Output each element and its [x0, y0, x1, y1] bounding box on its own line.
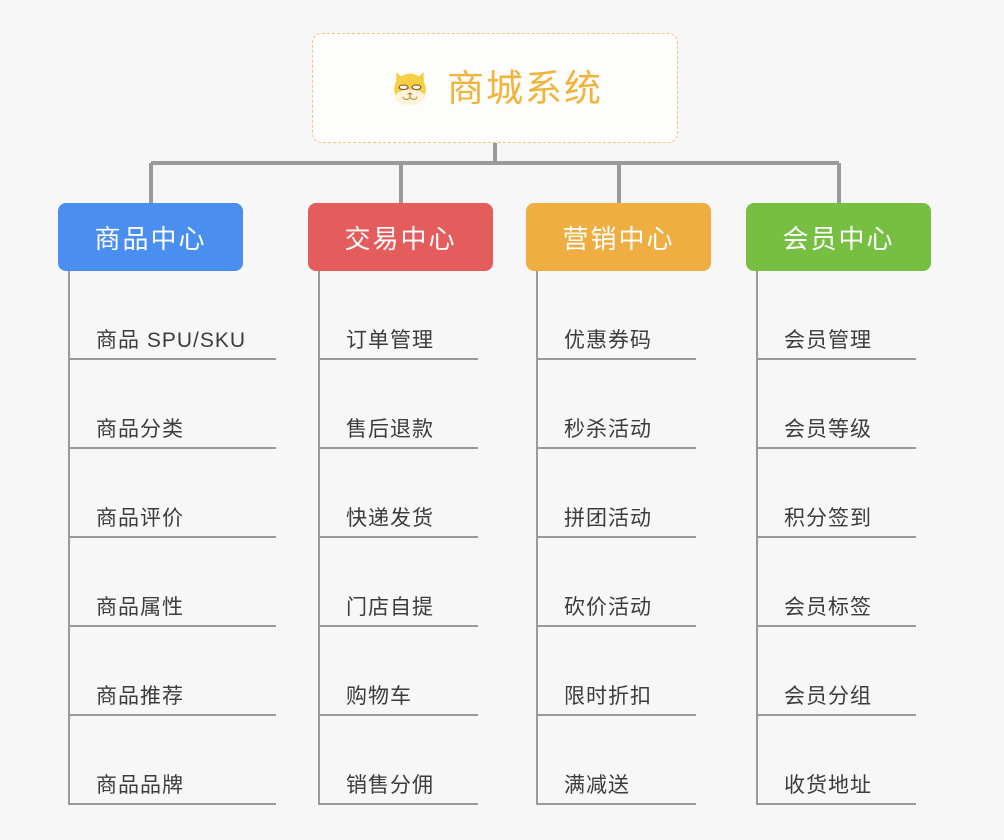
leaf-underline — [68, 447, 276, 449]
leaf-underline — [536, 536, 696, 538]
leaf-label: 秒杀活动 — [564, 418, 652, 441]
leaf-underline — [318, 714, 478, 716]
leaf-label: 订单管理 — [346, 329, 434, 352]
leaf-label: 商品评价 — [96, 507, 184, 530]
category-header-label: 商品中心 — [94, 223, 207, 254]
leaf-label: 限时折扣 — [564, 685, 652, 708]
leaf-label: 销售分佣 — [346, 774, 434, 797]
leaf-label: 商品推荐 — [96, 685, 184, 708]
leaf-underline — [68, 358, 276, 360]
category-columns: 商品中心 商品 SPU/SKU 商品分类 商品评价 商品属性 — [0, 203, 1004, 840]
category-header-marketing[interactable]: 营销中心 — [526, 203, 711, 271]
leaf-item[interactable]: 售后退款 — [308, 360, 508, 449]
leaf-underline — [68, 714, 276, 716]
leaf-underline — [536, 625, 696, 627]
leaf-underline — [68, 625, 276, 627]
leaf-label: 会员分组 — [784, 685, 872, 708]
leaf-underline — [536, 714, 696, 716]
leaf-underline — [318, 803, 478, 805]
category-column-product: 商品中心 商品 SPU/SKU 商品分类 商品评价 商品属性 — [58, 203, 298, 805]
leaf-label: 拼团活动 — [564, 507, 652, 530]
leaf-label: 优惠券码 — [564, 329, 652, 352]
leaf-label: 会员管理 — [784, 329, 872, 352]
leaf-underline — [536, 447, 696, 449]
leaf-label: 商品分类 — [96, 418, 184, 441]
leaf-label: 满减送 — [564, 774, 630, 797]
leaf-underline — [318, 358, 478, 360]
shiba-dog-face-icon — [394, 72, 426, 107]
leaf-item[interactable]: 限时折扣 — [526, 627, 726, 716]
leaf-item[interactable]: 商品属性 — [58, 538, 298, 627]
leaf-underline — [756, 447, 916, 449]
leaf-underline — [318, 625, 478, 627]
leaf-label: 收货地址 — [784, 774, 872, 797]
category-header-trade[interactable]: 交易中心 — [308, 203, 493, 271]
leaf-underline — [68, 536, 276, 538]
leaf-item[interactable]: 门店自提 — [308, 538, 508, 627]
leaf-item[interactable]: 订单管理 — [308, 271, 508, 360]
leaf-list-trade: 订单管理 售后退款 快递发货 门店自提 购物车 — [308, 271, 508, 805]
leaf-label: 快递发货 — [346, 507, 434, 530]
leaf-label: 售后退款 — [346, 418, 434, 441]
leaf-item[interactable]: 满减送 — [526, 716, 726, 805]
leaf-underline — [756, 714, 916, 716]
leaf-item[interactable]: 会员标签 — [746, 538, 946, 627]
leaf-list-product: 商品 SPU/SKU 商品分类 商品评价 商品属性 商品推荐 — [58, 271, 298, 805]
leaf-item[interactable]: 秒杀活动 — [526, 360, 726, 449]
leaf-underline — [756, 358, 916, 360]
leaf-item[interactable]: 积分签到 — [746, 449, 946, 538]
leaf-label: 砍价活动 — [564, 596, 652, 619]
leaf-label: 积分签到 — [784, 507, 872, 530]
leaf-item[interactable]: 会员等级 — [746, 360, 946, 449]
leaf-item[interactable]: 商品品牌 — [58, 716, 298, 805]
leaf-label: 门店自提 — [346, 596, 434, 619]
leaf-item[interactable]: 商品推荐 — [58, 627, 298, 716]
category-column-marketing: 营销中心 优惠券码 秒杀活动 拼团活动 砍价活动 — [526, 203, 726, 805]
category-header-member[interactable]: 会员中心 — [746, 203, 931, 271]
leaf-label: 商品 SPU/SKU — [96, 329, 247, 352]
leaf-item[interactable]: 商品 SPU/SKU — [58, 271, 298, 360]
leaf-item[interactable]: 砍价活动 — [526, 538, 726, 627]
leaf-label: 购物车 — [346, 685, 412, 708]
leaf-item[interactable]: 会员管理 — [746, 271, 946, 360]
leaf-label: 商品品牌 — [96, 774, 184, 797]
leaf-underline — [318, 536, 478, 538]
leaf-item[interactable]: 快递发货 — [308, 449, 508, 538]
leaf-item[interactable]: 销售分佣 — [308, 716, 508, 805]
leaf-item[interactable]: 拼团活动 — [526, 449, 726, 538]
leaf-label: 会员标签 — [784, 596, 872, 619]
leaf-trunk-line — [756, 271, 758, 805]
leaf-trunk-line — [536, 271, 538, 805]
leaf-list-marketing: 优惠券码 秒杀活动 拼团活动 砍价活动 限时折扣 — [526, 271, 726, 805]
leaf-item[interactable]: 收货地址 — [746, 716, 946, 805]
leaf-label: 商品属性 — [96, 596, 184, 619]
leaf-trunk-line — [318, 271, 320, 805]
leaf-underline — [536, 803, 696, 805]
leaf-underline — [536, 358, 696, 360]
category-header-label: 交易中心 — [344, 223, 457, 254]
leaf-item[interactable]: 优惠券码 — [526, 271, 726, 360]
leaf-list-member: 会员管理 会员等级 积分签到 会员标签 会员分组 — [746, 271, 946, 805]
root-title: 商城系统 — [447, 67, 603, 109]
leaf-underline — [68, 803, 276, 805]
leaf-item[interactable]: 商品分类 — [58, 360, 298, 449]
leaf-trunk-line — [68, 271, 70, 805]
category-column-member: 会员中心 会员管理 会员等级 积分签到 会员标签 — [746, 203, 946, 805]
leaf-item[interactable]: 商品评价 — [58, 449, 298, 538]
category-column-trade: 交易中心 订单管理 售后退款 快递发货 门店自提 — [308, 203, 508, 805]
category-header-label: 会员中心 — [782, 223, 895, 254]
category-header-product[interactable]: 商品中心 — [58, 203, 243, 271]
leaf-item[interactable]: 会员分组 — [746, 627, 946, 716]
leaf-underline — [318, 447, 478, 449]
leaf-underline — [756, 625, 916, 627]
category-header-label: 营销中心 — [562, 223, 675, 254]
leaf-underline — [756, 803, 916, 805]
leaf-underline — [756, 536, 916, 538]
leaf-item[interactable]: 购物车 — [308, 627, 508, 716]
root-node-mall-system[interactable]: 商城系统 — [312, 33, 678, 143]
leaf-label: 会员等级 — [784, 418, 872, 441]
